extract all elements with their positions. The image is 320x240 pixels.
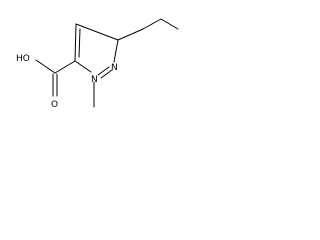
propyl-bond-3 <box>160 18 179 30</box>
ring-bond-c4-c3 <box>75 23 119 41</box>
hydroxyl-bond <box>35 59 56 74</box>
ring-bond-n2-n1-outer <box>97 66 110 76</box>
ring-bond-c5-c4-outer <box>74 23 77 62</box>
ring-bond-n1-c5 <box>74 60 92 73</box>
n1-label: N <box>91 75 98 85</box>
ring-bond-c3-n2 <box>113 39 119 63</box>
carboxyl-bond <box>54 60 76 74</box>
chemical-structure: HO O N N <box>16 18 179 110</box>
hydroxyl-label: HO <box>16 54 30 64</box>
ring-bond-n2-n1-inner <box>100 69 113 79</box>
ring-bond-c5-c4-inner <box>78 28 81 58</box>
carbonyl-oxygen-label: O <box>51 100 58 110</box>
propyl-bond-1 <box>117 28 144 41</box>
propyl-bond-2 <box>142 18 162 30</box>
n2-label: N <box>111 63 118 73</box>
